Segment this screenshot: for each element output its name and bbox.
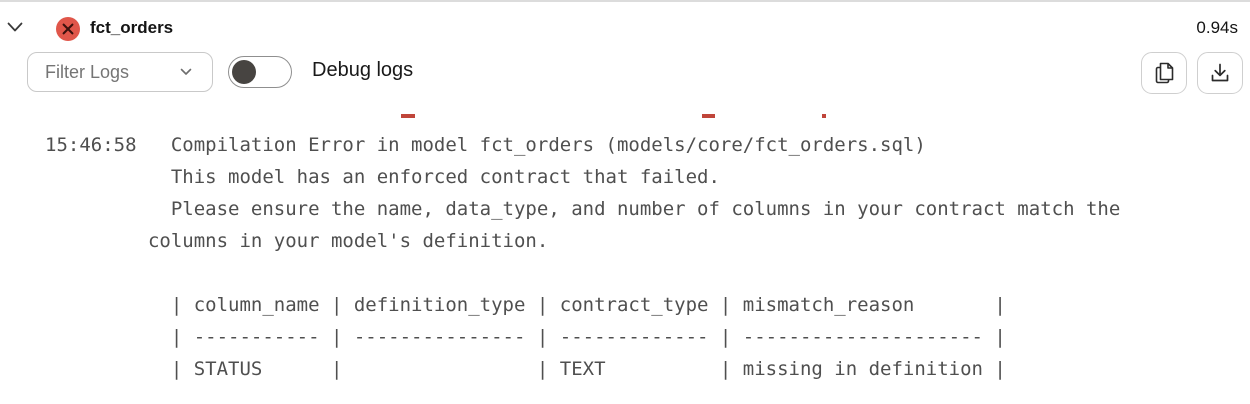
filter-logs-dropdown[interactable]: Filter Logs (27, 52, 213, 92)
clipped-error-line-mark (822, 114, 826, 118)
chevron-down-icon (180, 68, 192, 75)
log-panel-header: fct_orders 0.94s (0, 2, 1250, 52)
copy-icon (1155, 62, 1174, 84)
clipped-error-line-mark (401, 114, 415, 118)
debug-logs-label: Debug logs (312, 59, 414, 81)
x-icon (62, 23, 74, 35)
download-logs-button[interactable] (1197, 52, 1243, 94)
panel-top-border (0, 0, 1250, 2)
download-icon (1211, 63, 1229, 82)
log-toolbar: Filter Logs Debug logs (0, 52, 1250, 94)
copy-logs-button[interactable] (1141, 52, 1187, 94)
log-output-viewport[interactable]: 15:46:58 Compilation Error in model fct_… (0, 100, 1250, 404)
toggle-knob (232, 59, 256, 84)
filter-logs-label: Filter Logs (45, 61, 130, 82)
model-name-title: fct_orders (90, 18, 174, 37)
error-status-icon (56, 17, 80, 41)
run-duration: 0.94s (1196, 18, 1238, 37)
chevron-down-icon[interactable] (7, 22, 23, 33)
clipped-error-line-mark (702, 114, 715, 118)
debug-logs-toggle[interactable] (228, 56, 292, 88)
compilation-error-log-text: 15:46:58 Compilation Error in model fct_… (45, 134, 1121, 380)
